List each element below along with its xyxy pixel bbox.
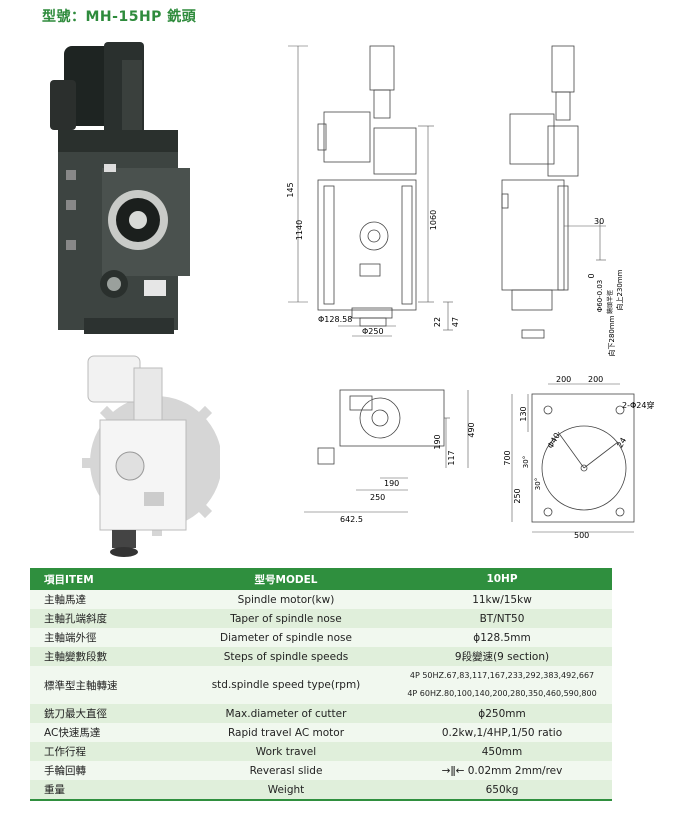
row-label-zh: AC快速馬達 [30,723,180,742]
row-label-en: Spindle motor(kw) [180,590,392,609]
row-label-en: Steps of spindle speeds [180,647,392,666]
row-label-en: Max.diameter of cutter [180,704,392,723]
row-label-zh: 銑刀最大直徑 [30,704,180,723]
spec-table: 項目ITEM 型号MODEL 10HP 主軸馬達 Spindle motor(k… [30,568,612,801]
milling-head-photo-white [82,355,220,557]
angle-30-upper: 30° [522,456,530,468]
header-item: 項目ITEM [30,568,180,590]
row-value-speeds: 4P 50HZ.67,83,117,167,233,292,383,492,66… [392,666,612,704]
note-up-230: 向上230mm [615,269,624,310]
dim-130: 130 [519,406,528,421]
row-label-zh: 重量 [30,780,180,801]
dim-250: 250 [513,488,522,503]
row-label-zh: 手輪回轉 [30,761,180,780]
table-row: 主軸馬達 Spindle motor(kw) 11kw/15kw [30,590,612,609]
dim-30: 30 [594,217,604,226]
dim-145: 145 [286,182,295,197]
dim-47: 47 [451,317,460,327]
dim-200-left: 200 [556,375,571,384]
dim-250: Φ250 [362,327,384,336]
table-row: 銑刀最大直徑 Max.diameter of cutter ϕ250mm [30,704,612,723]
table-row: 工作行程 Work travel 450mm [30,742,612,761]
dim-phi60: Φ60-0.03 [596,280,604,313]
dim-642-5: 642.5 [340,515,363,524]
dim-24: 24 [615,436,628,449]
speeds-60hz: 4P 60HZ.80,100,140,200,280,350,460,590,8… [407,689,597,698]
row-value: 11kw/15kw [392,590,612,609]
row-label-zh: 工作行程 [30,742,180,761]
row-value: 450mm [392,742,612,761]
dim-128-58: Φ128.58 [318,315,352,324]
row-value: →ǁ← 0.02mm 2mm/rev [392,761,612,780]
row-label-en: Weight [180,780,392,801]
row-value: ϕ250mm [392,704,612,723]
angle-30-lower: 30° [534,478,542,490]
row-label-zh: 主軸孔端斜度 [30,609,180,628]
dim-490: 490 [467,422,476,437]
page-title: 型號：MH-15HP 銑頭 [42,9,197,25]
table-row: 主軸變數段數 Steps of spindle speeds 9段變速(9 se… [30,647,612,666]
note-2-phi24-through: 2-Φ24穿 [622,400,654,410]
row-label-en: Rapid travel AC motor [180,723,392,742]
row-label-en: Taper of spindle nose [180,609,392,628]
dim-250: 250 [370,493,385,502]
dim-1060: 1060 [429,210,438,230]
table-row: 主軸孔端斜度 Taper of spindle nose BT/NT50 [30,609,612,628]
dim-700: 700 [503,450,512,465]
row-label-zh: 主軸馬達 [30,590,180,609]
milling-head-photo-dark [50,42,190,334]
table-row: 重量 Weight 650kg [30,780,612,801]
row-label-en: std.spindle speed type(rpm) [180,666,392,704]
table-row: 主軸端外徑 Diameter of spindle nose ϕ128.5mm [30,628,612,647]
row-value: 0.2kw,1/4HP,1/50 ratio [392,723,612,742]
row-label-en: Diameter of spindle nose [180,628,392,647]
base-plan-drawing: 200 200 2-Φ24穿 130 Φ40 24 700 30° 250 30… [503,375,654,540]
dim-190-vert: 190 [433,434,442,449]
note-spindle: 鏡頭半徑 [606,290,614,314]
table-row: AC快速馬達 Rapid travel AC motor 0.2kw,1/4HP… [30,723,612,742]
row-label-zh: 標準型主軸轉速 [30,666,180,704]
row-label-zh: 主軸端外徑 [30,628,180,647]
table-row: 手輪回轉 Reverasl slide →ǁ← 0.02mm 2mm/rev [30,761,612,780]
dim-1140: 1140 [295,220,304,240]
row-label-en: Work travel [180,742,392,761]
front-elevation-drawing: 145 1140 1060 Φ128.58 22 47 Φ250 [286,45,460,337]
dim-22: 22 [433,317,442,327]
header-10hp: 10HP [392,568,612,590]
table-row: 標準型主軸轉速 std.spindle speed type(rpm) 4P 5… [30,666,612,704]
row-value: BT/NT50 [392,609,612,628]
top-view-drawing: 190 117 490 190 250 642.5 [304,389,476,524]
header-model: 型号MODEL [180,568,392,590]
dim-500: 500 [574,531,589,540]
row-value: 650kg [392,780,612,801]
dim-200-right: 200 [588,375,603,384]
dim-0: 0 [587,273,596,278]
spec-table-header: 項目ITEM 型号MODEL 10HP [30,568,612,590]
note-down-280: 向下280mm [607,315,616,356]
speeds-50hz: 4P 50HZ.67,83,117,167,233,292,383,492,66… [409,671,595,680]
row-label-zh: 主軸變數段數 [30,647,180,666]
side-elevation-drawing: 30 0 Φ60-0.03 鏡頭半徑 向上230mm 向下280mm [501,45,624,357]
row-label-en: Reverasl slide [180,761,392,780]
dim-190-horz: 190 [384,479,399,488]
row-value: ϕ128.5mm [392,628,612,647]
dim-117: 117 [447,450,456,465]
row-value: 9段變速(9 section) [392,647,612,666]
